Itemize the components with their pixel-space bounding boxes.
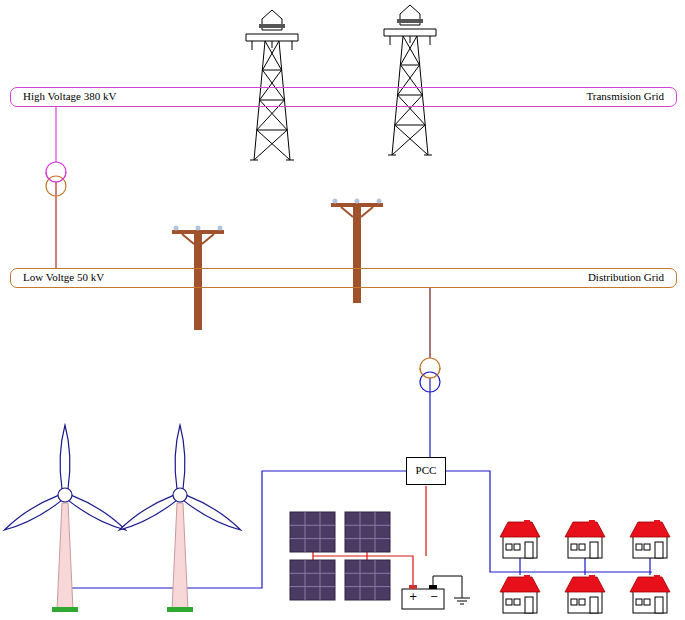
grid-band: Low Voltge 50 kV Distribution Grid: [10, 268, 677, 288]
load-wire: [446, 471, 652, 575]
house: [500, 520, 540, 558]
box-label: PCC: [416, 464, 437, 477]
utility-pole: [172, 226, 224, 331]
wind-turbine: [2, 425, 128, 612]
grid-label: Low Voltge 50 kV: [23, 271, 104, 284]
transmission-tower: [246, 10, 298, 160]
solar-panel: [345, 560, 390, 600]
house: [630, 575, 670, 613]
house: [565, 575, 605, 613]
pcc-box: PCC: [406, 457, 446, 485]
wind-turbine: [117, 425, 243, 612]
house: [565, 520, 605, 558]
grid-label: Transmision Grid: [586, 90, 664, 103]
transformer-symbol: [420, 289, 440, 392]
solar-panel: [290, 512, 335, 552]
terminal-sign: +: [409, 592, 417, 602]
terminal-sign: −: [430, 592, 438, 602]
house: [500, 575, 540, 613]
grid-label: Distribution Grid: [588, 271, 664, 284]
transformer-symbol: [46, 162, 66, 268]
house: [630, 520, 670, 558]
solar-panel: [345, 512, 390, 552]
grid-band: High Voltage 380 kV Transmision Grid: [10, 87, 677, 107]
battery-symbol: [402, 576, 470, 609]
grid-label: High Voltage 380 kV: [23, 90, 116, 103]
grid-connection: [55, 107, 56, 268]
solar-panel: [290, 560, 335, 600]
transmission-tower: [384, 5, 436, 155]
